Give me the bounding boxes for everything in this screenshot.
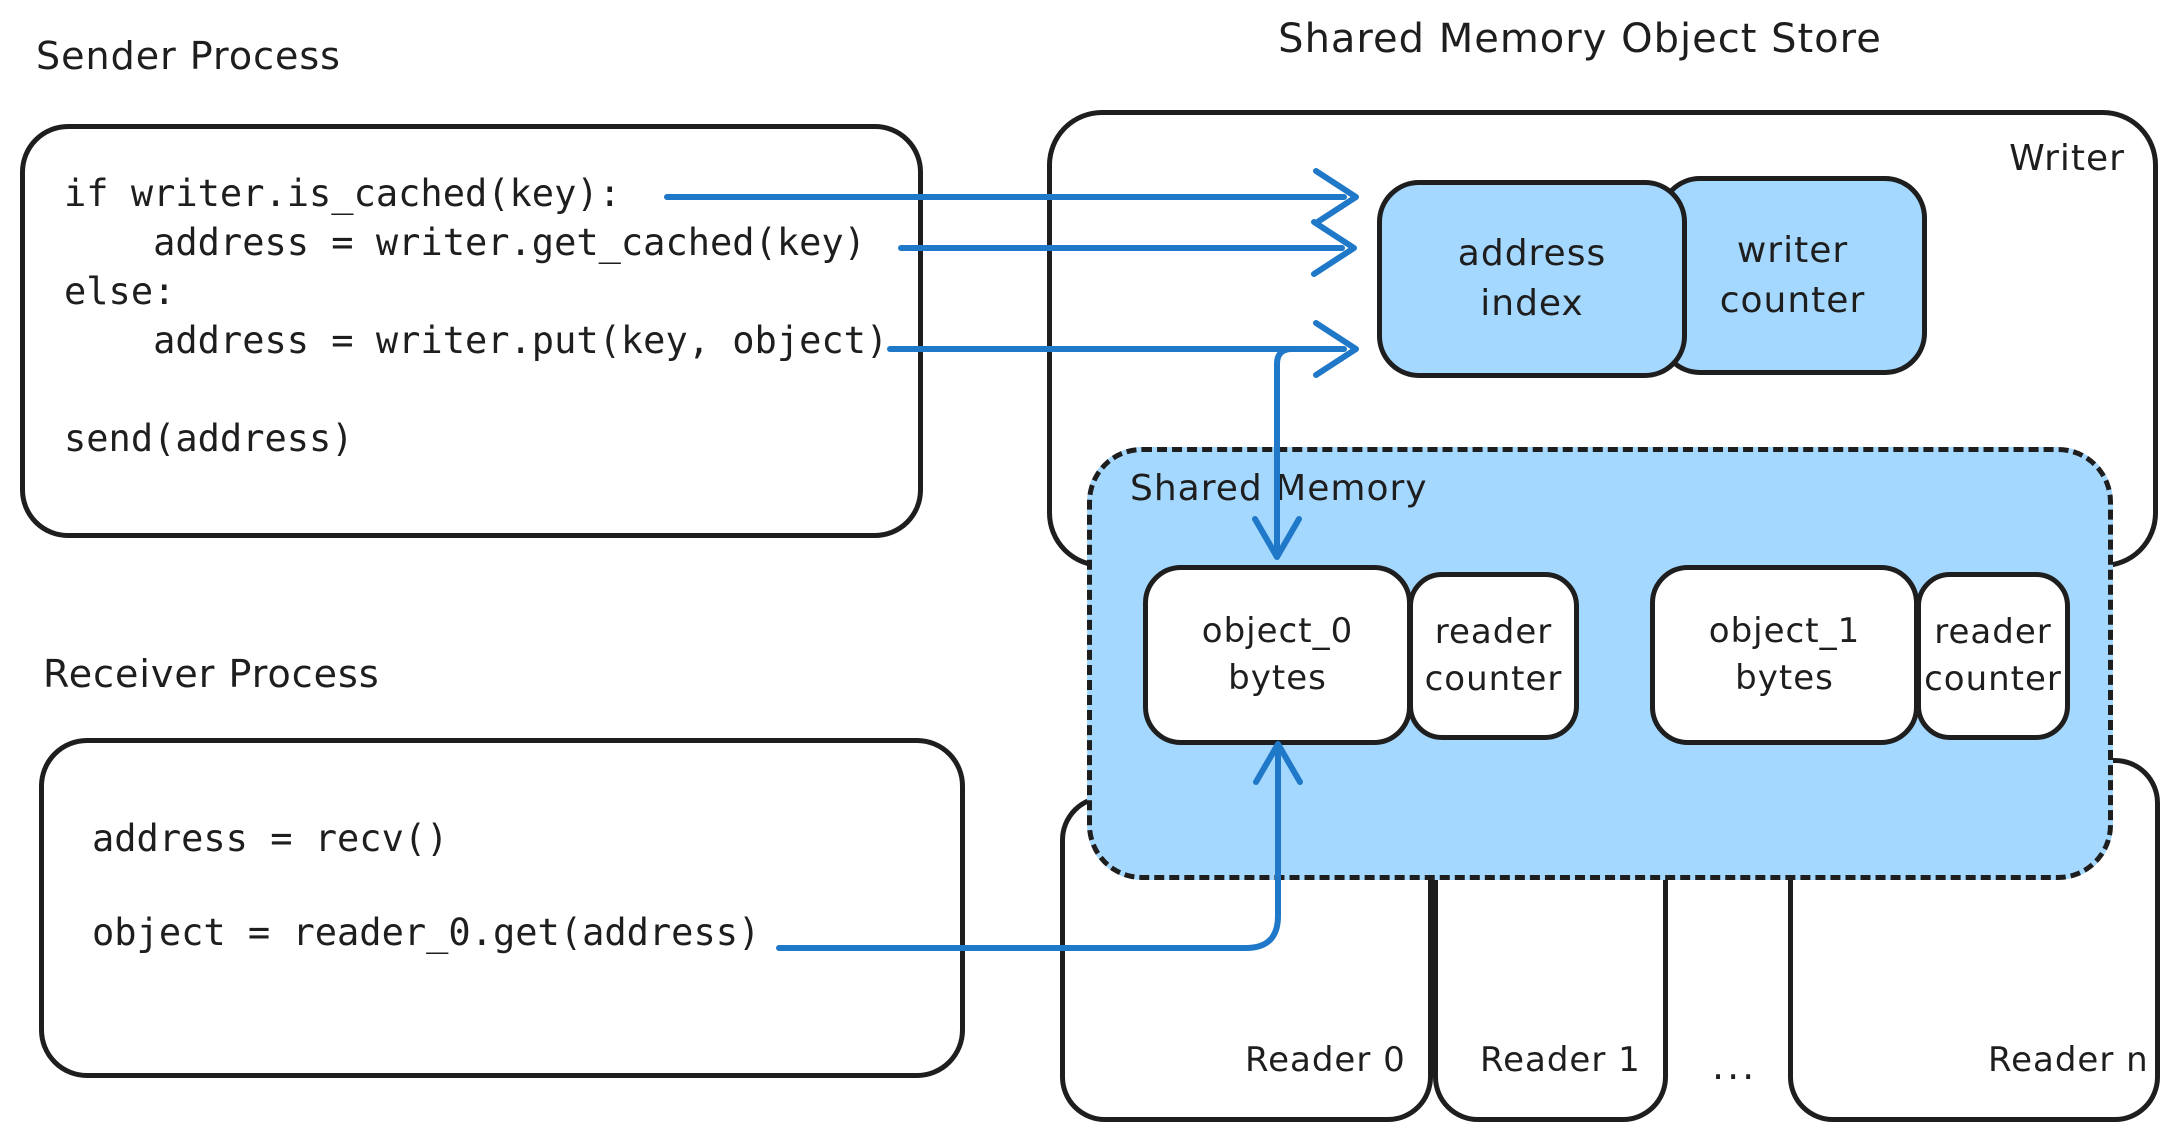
readers-ellipsis: ...	[1712, 1044, 1758, 1088]
receiver-process-title: Receiver Process	[43, 652, 380, 696]
sender-process-title: Sender Process	[36, 34, 341, 78]
reader-0-label: Reader 0	[1245, 1040, 1406, 1080]
object-1-bytes-box: object_1 bytes	[1650, 565, 1919, 745]
reader-counter-0-box: reader counter	[1408, 572, 1579, 740]
reader-1-label: Reader 1	[1480, 1040, 1641, 1080]
writer-counter-box: writer counter	[1658, 176, 1927, 375]
reader-n-label: Reader n	[1988, 1040, 2149, 1080]
store-title: Shared Memory Object Store	[1278, 16, 1882, 62]
object-0-bytes-box: object_0 bytes	[1143, 565, 1412, 745]
sender-process-box	[20, 124, 923, 538]
address-index-box: address index	[1377, 180, 1687, 378]
sender-code: if writer.is_cached(key): address = writ…	[64, 172, 889, 460]
shared-memory-label: Shared Memory	[1130, 468, 1428, 509]
reader-counter-1-box: reader counter	[1916, 572, 2070, 740]
receiver-code: address = recv() object = reader_0.get(a…	[92, 817, 761, 954]
writer-label: Writer	[2009, 138, 2125, 179]
